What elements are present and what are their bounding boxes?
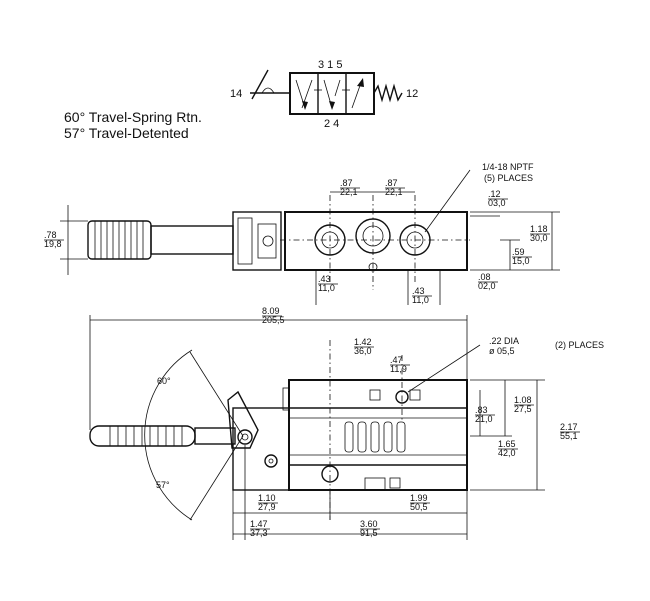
dim-mm-hole_span: 36,0 [354,346,372,356]
dim-mm-body_len: 91,5 [360,528,378,538]
handle-lever [150,225,234,255]
port-callout-thread: 1/4-18 NPTF [482,162,534,172]
dim-mm-center: 15,0 [512,256,530,266]
dim-mm-height: 30,0 [530,233,548,243]
dim-mm-lever_off: 27,9 [258,502,276,512]
dim-mm-overall: 205,5 [262,315,285,325]
dim-inch-left_off: .43 [318,274,331,284]
dim-mm-pitch_a: 22,1 [340,187,358,197]
dim-inch-lever_off: 1.10 [258,493,276,503]
dim-inch-edge_top: .12 [488,189,501,199]
note-detented: 57° Travel-Detented [64,125,189,141]
hole-callout-dia: .22 DIA [489,336,519,346]
hole-callout-metric: ø 05,5 [489,346,515,356]
hole-callout-count: (2) PLACES [555,340,604,350]
side-lever [227,390,259,449]
dim-mm-left_off: 11,0 [318,283,335,293]
angle-57: 57° [156,480,170,490]
dim-mm-right_off: 11,0 [412,295,429,305]
cooling-fins [344,421,406,453]
dim-inch-h_mid: 1.08 [514,395,532,405]
dim-inch-h_total: 2.17 [560,422,578,432]
dim-mm-h_total: 55,1 [560,431,578,441]
schematic-label-14: 14 [230,88,242,100]
dim-mm-handle_dia: 19,8 [44,239,62,249]
schematic-ports-bottom: 2 4 [324,118,339,130]
side-handle-grip [89,425,196,447]
dim-inch-h_body: 1.65 [498,439,516,449]
dim-inch-right_len: 1.99 [410,493,428,503]
schematic-label-12: 12 [406,88,418,100]
dim-mm-lever_base: 37,3 [250,528,268,538]
dim-inch-hole_off: .47 [390,355,403,365]
dim-inch-body_len: 3.60 [360,519,378,529]
side-bracket [232,407,290,491]
dim-mm-h_body: 42,0 [498,448,516,458]
valve-body-top [284,211,468,271]
port-callout-count: (5) PLACES [484,173,533,183]
dim-inch-height: 1.18 [530,224,548,234]
dim-inch-pitch_b: .87 [385,178,398,188]
dim-mm-pitch_b: 22,1 [385,187,403,197]
side-view: 60° 57° [89,306,604,540]
handle-grip [87,220,152,260]
dim-inch-h_small: .83 [475,405,488,415]
dim-inch-center: .59 [512,247,525,257]
schematic-ports-top: 3 1 5 [318,59,342,71]
dim-inch-right_off: .43 [412,286,425,296]
dim-inch-lever_base: 1.47 [250,519,268,529]
dim-mm-hole_off: 11,9 [390,364,407,374]
dim-inch-pitch_a: .87 [340,178,353,188]
dim-inch-handle_dia: .78 [44,230,57,240]
dim-inch-hole_span: 1.42 [354,337,372,347]
actuator-block [232,211,282,271]
dim-inch-overall: 8.09 [262,306,280,316]
angle-60: 60° [157,376,171,386]
note-spring-return: 60° Travel-Spring Rtn. [64,109,202,125]
dim-inch-edge_bot: .08 [478,272,491,282]
dim-mm-h_mid: 27,5 [514,404,532,414]
valve-schematic: 14 12 3 1 5 2 4 [230,59,418,130]
dim-mm-h_small: 21,0 [475,414,493,424]
dim-mm-right_len: 50,5 [410,502,428,512]
side-valve-body [288,379,468,491]
top-view: 1/4-18 NPTF (5) PLACES .8722,1.8722,1.12… [44,162,560,305]
dim-mm-edge_top: 03,0 [488,198,506,208]
dim-mm-edge_bot: 02,0 [478,281,496,291]
swing-arc [144,349,193,521]
